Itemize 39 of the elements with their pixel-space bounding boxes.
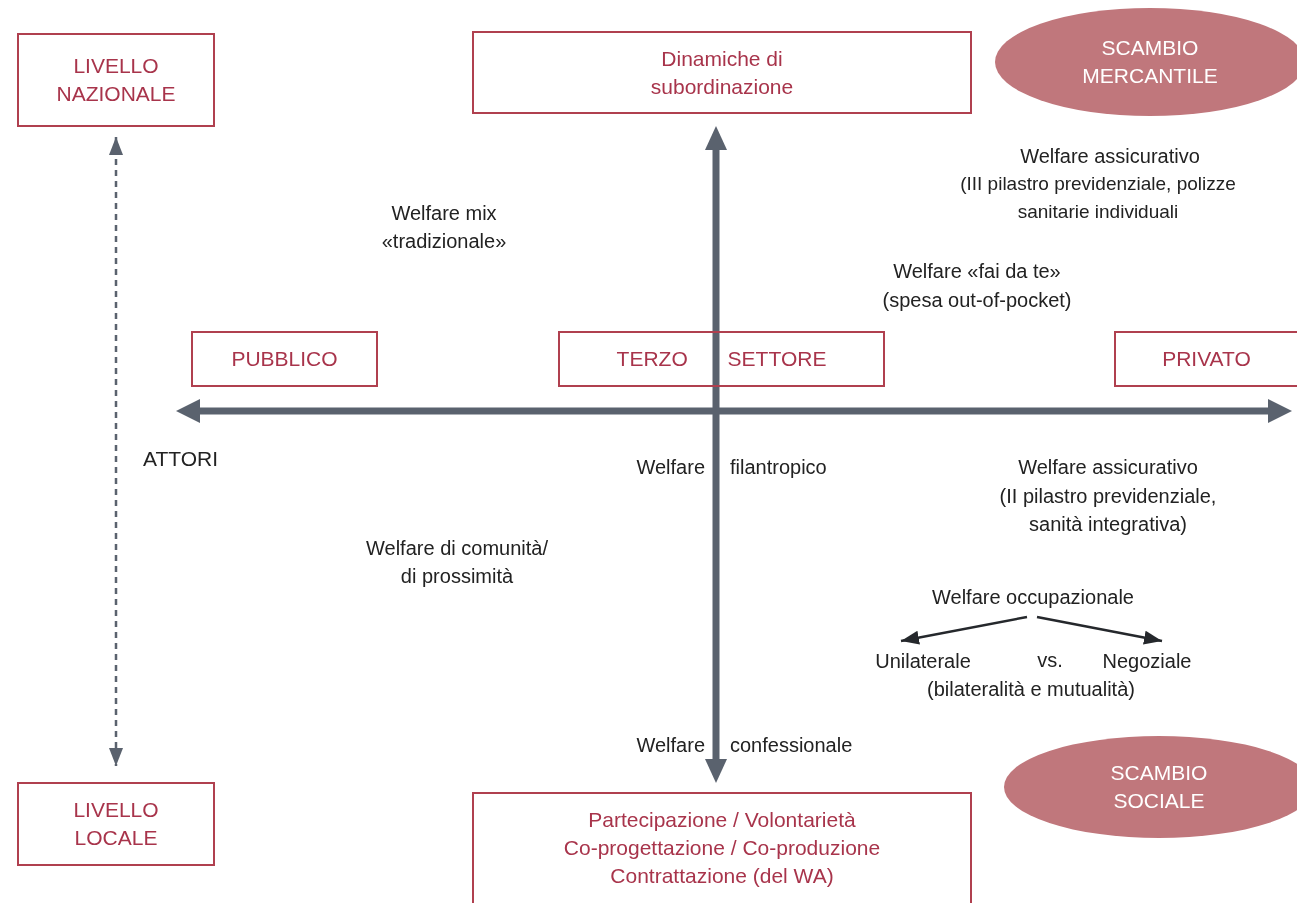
- node-label: Co-progettazione / Co-produzione: [563, 835, 881, 861]
- branch-label: Welfare occupazionale: [932, 585, 1134, 610]
- versus-label: vs.: [1036, 648, 1064, 673]
- actor-box: [558, 331, 885, 387]
- participation-box: [472, 792, 972, 903]
- arrow: [1036, 615, 1163, 645]
- arrow: [900, 615, 1028, 645]
- description-label: (spesa out-of-pocket): [881, 288, 1073, 313]
- welfare-type-label: Welfare assicurativo: [1019, 144, 1201, 169]
- welfare-type-label: Welfare mix «tradizionale»: [380, 201, 508, 254]
- welfare-type-label: confessionale: [730, 733, 854, 758]
- node-label: Dinamiche di subordinazione: [649, 45, 795, 100]
- description-label: (bilateralità e mutualità): [926, 677, 1136, 702]
- level-box: [17, 33, 215, 127]
- actor-box: [1114, 331, 1297, 387]
- welfare-type-label: Welfare assicurativo: [1017, 455, 1199, 480]
- branch-label: Negoziale: [1102, 649, 1192, 674]
- node-label: Contrattazione (del WA): [610, 863, 834, 889]
- node-label: LIVELLO NAZIONALE: [55, 53, 177, 107]
- actor-box: [191, 331, 378, 387]
- welfare-type-label: Welfare: [635, 733, 705, 758]
- node-label: LIVELLO LOCALE: [72, 797, 160, 851]
- node-label: PUBBLICO: [231, 346, 338, 372]
- node-label: TERZO SETTORE: [616, 346, 827, 372]
- dynamics-box: [472, 31, 972, 114]
- description-label: (II pilastro previdenziale, sanità integrativa): [998, 484, 1218, 537]
- level-box: [17, 782, 215, 866]
- node-label: SCAMBIO SOCIALE: [1109, 760, 1209, 814]
- welfare-type-label: Welfare di comunità/ di prossimità: [365, 536, 549, 589]
- branch-label: Unilaterale: [875, 649, 971, 674]
- node-label: SCAMBIO MERCANTILE: [1081, 35, 1219, 89]
- description-label: (III pilastro previdenziale, polizze sanitarie individuali: [959, 172, 1237, 224]
- node-label: Partecipazione / Volontarietà: [588, 807, 856, 833]
- axis-label: ATTORI: [143, 446, 220, 472]
- welfare-type-label: Welfare «fai da te»: [892, 259, 1062, 284]
- node-label: PRIVATO: [1162, 346, 1251, 372]
- welfare-type-label: filantropico: [730, 455, 828, 480]
- arrow: [109, 137, 123, 766]
- welfare-type-label: Welfare: [635, 455, 705, 480]
